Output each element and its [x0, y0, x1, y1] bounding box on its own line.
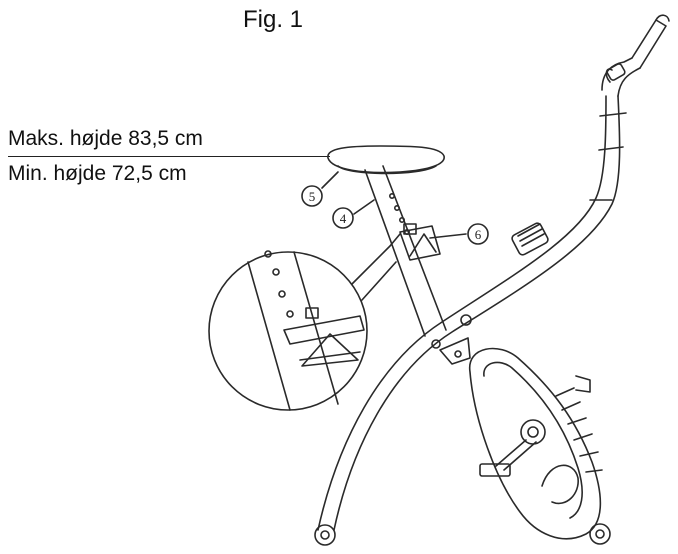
callout-leaders — [321, 171, 467, 239]
tension-knob-icon — [511, 222, 549, 256]
callout-4: 4 — [332, 207, 354, 229]
flywheel-housing — [469, 347, 603, 540]
seat-height-reference-line — [8, 156, 330, 158]
main-frame — [317, 95, 627, 531]
figure-title: Fig. 1 — [243, 6, 304, 33]
handlebar — [601, 14, 670, 97]
max-height-label: Maks. højde 83,5 cm — [8, 127, 203, 150]
wheels — [314, 523, 611, 546]
frame-pivot — [431, 314, 472, 365]
callout-4-number: 4 — [340, 211, 347, 226]
seat — [327, 145, 445, 175]
min-height-label: Min. højde 72,5 cm — [8, 162, 187, 185]
callout-6-number: 6 — [475, 227, 482, 242]
seat-clamp — [399, 223, 441, 261]
detail-magnifier — [208, 233, 401, 411]
callout-5-number: 5 — [309, 189, 316, 204]
seat-post — [364, 165, 447, 337]
callout-5: 5 — [301, 185, 323, 207]
callout-6: 6 — [467, 223, 489, 245]
